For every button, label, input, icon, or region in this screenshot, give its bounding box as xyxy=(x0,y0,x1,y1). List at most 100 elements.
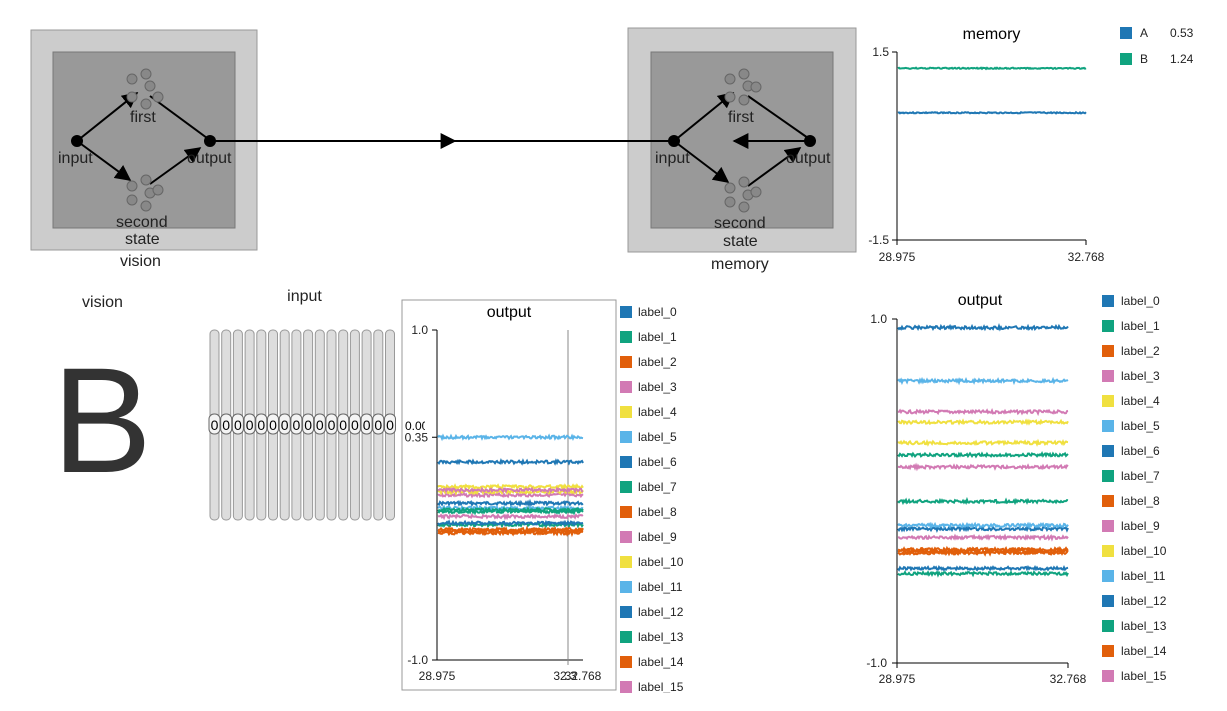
input-slider-handle-10[interactable] xyxy=(325,413,338,435)
output-mid-legend-swatch-label_4 xyxy=(620,406,632,418)
memory-input-label: input xyxy=(655,150,690,167)
output-right-series-label_11 xyxy=(897,521,1069,530)
input-slider-value-3: 0 xyxy=(246,417,254,433)
memory-chart-title: memory xyxy=(963,26,1021,43)
output-right-legend-label_10: label_10 xyxy=(1121,544,1167,558)
input-slider-value-7: 0 xyxy=(293,417,301,433)
output-mid-legend-swatch-label_12 xyxy=(620,606,632,618)
output-right-legend-label_7: label_7 xyxy=(1121,469,1160,483)
memory-y-tick-top: 1.5 xyxy=(872,45,889,59)
vision-input-label: input xyxy=(58,150,93,167)
memory-output-node xyxy=(804,135,816,147)
vision-section-title: vision xyxy=(82,294,123,311)
input-slider-handle-7[interactable] xyxy=(290,413,303,435)
output-right-legend-swatch-label_11 xyxy=(1102,570,1114,582)
output-mid-series-label_5 xyxy=(437,433,584,442)
output-right-legend-swatch-label_9 xyxy=(1102,520,1114,532)
input-slider-handle-2[interactable] xyxy=(231,413,244,435)
input-slider-handle-4[interactable] xyxy=(255,413,268,435)
output-mid-legend-swatch-label_11 xyxy=(620,581,632,593)
output-right-series-label_7 xyxy=(897,451,1069,459)
output-right-legend-label_8: label_8 xyxy=(1121,494,1160,508)
output-right-legend-swatch-label_5 xyxy=(1102,420,1114,432)
output-mid-title: output xyxy=(487,304,532,321)
output-right-series-label_4 xyxy=(897,418,1069,426)
output-mid-series-label_1 xyxy=(437,507,584,516)
output-right-title: output xyxy=(958,292,1003,309)
output-mid-legend-label_3: label_3 xyxy=(638,380,677,394)
output-right-legend-label_0: label_0 xyxy=(1121,294,1160,308)
input-slider-handle-5[interactable] xyxy=(267,413,279,435)
output-right-legend-label_1: label_1 xyxy=(1121,319,1160,333)
memory-x-tick-start: 28.975 xyxy=(879,250,916,264)
vision-output-label: output xyxy=(187,150,232,167)
output-mid-legend-label_1: label_1 xyxy=(638,330,677,344)
input-slider-handle-0[interactable] xyxy=(208,413,221,435)
memory-output-label: output xyxy=(786,150,831,167)
output-mid-legend-label_15: label_15 xyxy=(638,680,684,693)
input-slider-value-9: 0 xyxy=(316,417,324,433)
input-slider-value-10: 0 xyxy=(328,417,336,433)
vision-second-label: second xyxy=(116,214,168,231)
input-slider-value-8: 0 xyxy=(304,417,312,433)
output-right-legend-label_5: label_5 xyxy=(1121,419,1160,433)
output-right-legend-swatch-label_8 xyxy=(1102,495,1114,507)
output-mid-legend-swatch-label_14 xyxy=(620,656,632,668)
output-mid-legend-swatch-label_9 xyxy=(620,531,632,543)
output-mid-series-label_10 xyxy=(437,483,584,491)
output-mid-overlay-tick: 32.3 xyxy=(553,669,577,683)
output-mid-x-tick-start: 28.975 xyxy=(419,669,456,683)
output-mid-legend-label_11: label_11 xyxy=(638,580,683,594)
vision-state-label: state xyxy=(125,231,160,248)
input-slider-handle-14[interactable] xyxy=(372,413,385,435)
input-slider-handle-15[interactable] xyxy=(384,413,396,435)
output-right-legend-swatch-label_12 xyxy=(1102,595,1114,607)
output-mid-series-label_13 xyxy=(437,506,584,514)
output-right-legend-swatch-label_15 xyxy=(1102,670,1114,682)
input-slider-handle-3[interactable] xyxy=(243,413,256,435)
output-mid-frame xyxy=(401,299,617,691)
memory-series-A xyxy=(897,110,1087,115)
output-mid-legend-swatch-label_2 xyxy=(620,356,632,368)
output-right-series-label_5 xyxy=(897,376,1069,386)
output-mid-legend-label_4: label_4 xyxy=(638,405,677,419)
output-right-series-label_0 xyxy=(897,323,1069,332)
memory-first-label: first xyxy=(728,109,754,126)
output-right-series-label_13 xyxy=(897,570,1069,578)
input-slider-handle-11[interactable] xyxy=(337,413,350,435)
input-slider-handle-12[interactable] xyxy=(348,413,361,435)
output-mid-legend-swatch-label_13 xyxy=(620,631,632,643)
output-mid-legend-label_13: label_13 xyxy=(638,630,684,644)
output-right-legend-label_15: label_15 xyxy=(1121,669,1167,683)
output-mid-legend-label_9: label_9 xyxy=(638,530,677,544)
input-slider-value-11: 0 xyxy=(339,417,347,433)
output-right-series-label_12 xyxy=(897,564,1069,572)
output-right-legend-swatch-label_0 xyxy=(1102,295,1114,307)
vision-first-label: first xyxy=(130,109,156,126)
input-slider-value-6: 0 xyxy=(281,417,289,433)
output-mid-legend-swatch-label_7 xyxy=(620,481,632,493)
input-slider-handle-9[interactable] xyxy=(313,413,326,435)
memory-y-tick-bottom: -1.5 xyxy=(868,233,889,247)
output-mid-legend-label_8: label_8 xyxy=(638,505,677,519)
output-mid-legend-swatch-label_1 xyxy=(620,331,632,343)
output-mid-series-label_8 xyxy=(437,529,584,538)
input-slider-handle-6[interactable] xyxy=(278,413,291,435)
input-slider-value-13: 0 xyxy=(363,417,371,433)
input-slider-value-2: 0 xyxy=(234,417,242,433)
input-slider-handle-8[interactable] xyxy=(302,413,315,435)
output-right-series-label_6 xyxy=(897,525,1069,533)
output-mid-y-annotation: 0.35 xyxy=(405,430,429,444)
output-right-legend-swatch-label_2 xyxy=(1102,345,1114,357)
input-section-title: input xyxy=(287,288,322,305)
output-mid-series-label_4 xyxy=(437,487,584,496)
output-right-x-tick-end: 32.768 xyxy=(1050,672,1087,686)
memory-legend-value-B: 1.24 xyxy=(1170,52,1194,66)
input-slider-handle-1[interactable] xyxy=(220,413,233,435)
output-right-legend-label_2: label_2 xyxy=(1121,344,1160,358)
output-right-legend-swatch-label_14 xyxy=(1102,645,1114,657)
input-slider-handle-13[interactable] xyxy=(360,413,373,435)
